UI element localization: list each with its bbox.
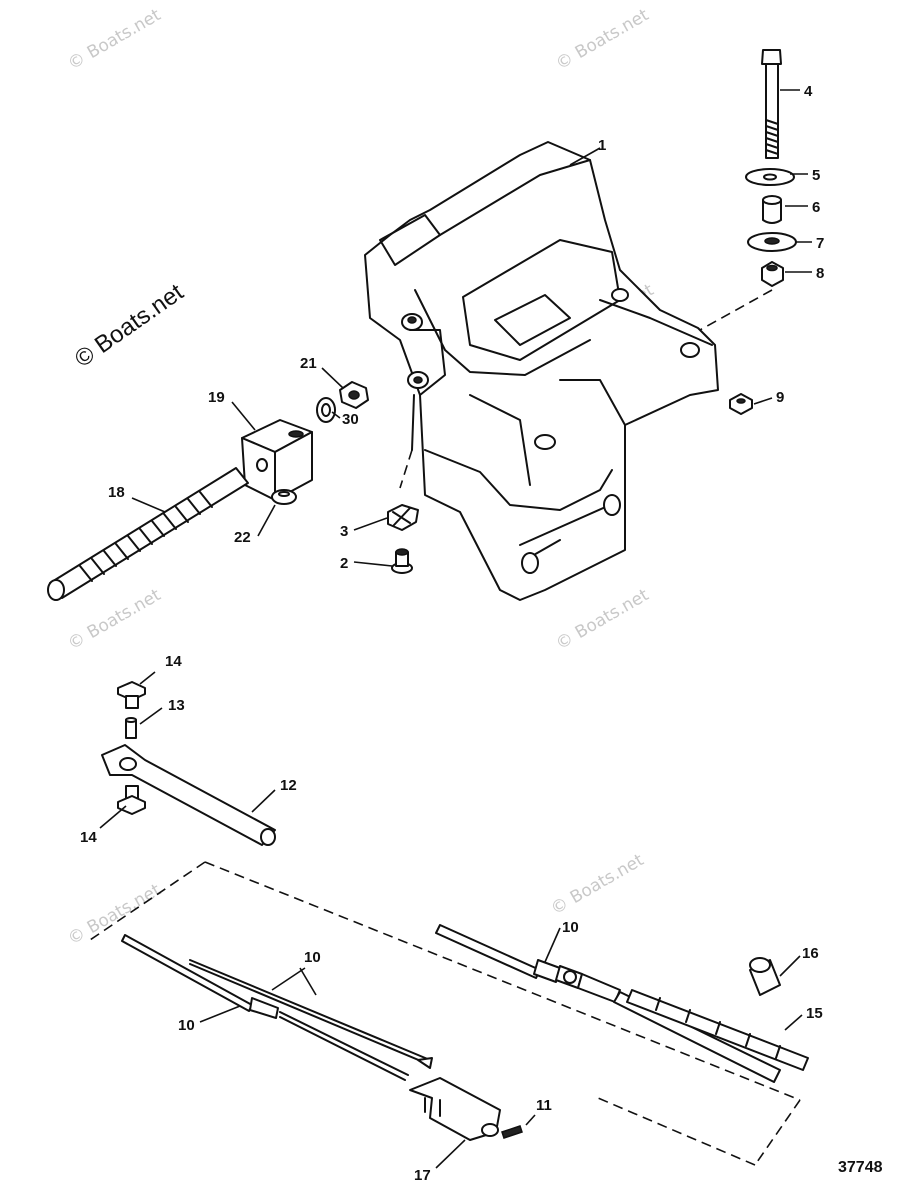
part-15-rod [626,989,809,1071]
callout-22: 22 [234,529,251,546]
part-11-screw [501,1125,523,1139]
callout-10-left-top: 10 [304,949,321,966]
part-14-top-fitting [117,681,146,709]
callout-14-top: 14 [165,653,182,670]
watermark: © Boats.net [65,585,165,654]
part-4-bolt [761,49,782,159]
part-21-nut [339,381,369,409]
callout-21: 21 [300,355,317,372]
callout-10-right: 10 [562,919,579,936]
part-16-bushing [749,957,781,996]
callout-11: 11 [536,1097,552,1114]
assembly-line [699,289,773,331]
brand-logo: © Boats.net [70,278,189,372]
watermark: © Boats.net [553,585,653,654]
part-17-bracket [409,1077,501,1141]
callout-6: 6 [812,199,820,216]
callout-4: 4 [804,83,813,100]
part-18-rod [47,467,249,601]
callout-8: 8 [816,265,824,282]
callout-3: 3 [340,523,348,540]
callout-9: 9 [776,389,784,406]
callout-17: 17 [414,1167,431,1184]
callout-13: 13 [168,697,185,714]
callout-19: 19 [208,389,225,406]
part-19-block [241,419,313,501]
part-3-clip [387,504,419,531]
part-1-bracket [364,141,719,601]
part-9-nut [729,393,753,415]
part-6-spacer [762,195,782,224]
figure-number: 37748 [838,1159,883,1176]
callout-7: 7 [816,235,824,252]
callout-5: 5 [812,167,820,184]
part-2-fitting [391,548,413,574]
part-7-washer [747,232,797,252]
callout-14-bottom: 14 [80,829,97,846]
callout-15: 15 [806,1005,823,1022]
watermark: © Boats.net [65,880,165,949]
part-10-cable-left [121,934,433,1081]
callout-2: 2 [340,555,348,572]
leader-lines [99,89,812,1169]
callout-10-left: 10 [178,1017,195,1034]
watermark: © Boats.net [548,850,648,919]
part-14-bottom-fitting [117,785,146,815]
callout-30: 30 [342,411,359,428]
callouts: 1 4 5 6 7 8 9 21 19 30 18 22 3 2 14 13 1… [80,83,824,1184]
part-10-cable-right [435,924,781,1083]
watermark: © Boats.net [553,5,653,74]
callout-18: 18 [108,484,125,501]
callout-1: 1 [598,137,606,154]
callout-16: 16 [802,945,819,962]
part-12-tie-bar [101,744,276,846]
watermark: © Boats.net [65,5,165,74]
part-8-nut [761,261,784,287]
cable-kit-outline [89,861,801,1166]
part-30-washer [316,397,336,423]
callout-12: 12 [280,777,297,794]
part-5-washer [745,168,795,186]
part-13-pin [125,717,137,739]
part-22-nut [271,489,297,505]
